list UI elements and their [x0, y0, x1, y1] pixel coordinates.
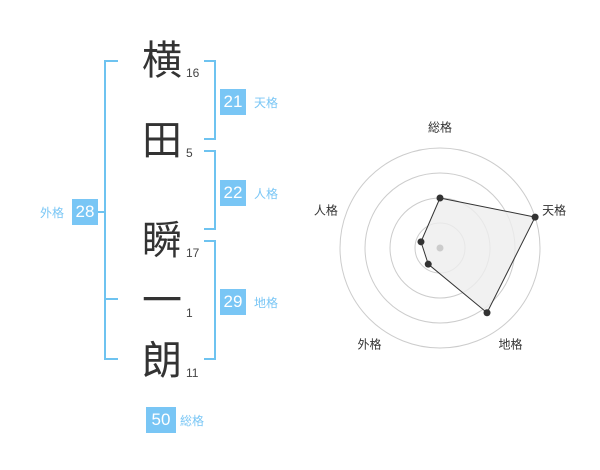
jinkaku-bracket-vertical — [214, 150, 216, 230]
radar-point-3 — [424, 260, 432, 268]
gaikaku-bracket-mid — [104, 298, 118, 300]
soukaku-label: 総格 — [180, 414, 205, 428]
chikaku-bracket-bottom — [204, 358, 216, 360]
radar-point-1 — [531, 213, 539, 221]
tenkaku-label: 天格 — [254, 96, 279, 110]
radar-center-dot — [436, 244, 444, 252]
jinkaku-bracket-top — [204, 150, 216, 152]
name-char-2: 田 — [142, 118, 182, 164]
chikaku-badge: 29 — [220, 289, 246, 315]
radar-axis-label-1: 天格 — [542, 202, 566, 217]
tenkaku-bracket-vertical — [214, 60, 216, 140]
radar-point-0 — [436, 194, 444, 202]
stroke-count-1: 16 — [186, 66, 200, 80]
radar-points — [417, 194, 539, 317]
jinkaku-badge: 22 — [220, 180, 246, 206]
radar-ring-4 — [339, 147, 541, 349]
name-char-1: 横 — [142, 38, 182, 84]
radar-point-2 — [483, 309, 491, 317]
radar-axis-label-3: 外格 — [357, 337, 381, 352]
name-char-4: 一 — [142, 278, 182, 324]
gaikaku-bracket-vertical — [104, 60, 106, 360]
stroke-count-3: 17 — [186, 246, 200, 260]
chikaku-bracket-top — [204, 240, 216, 242]
radar-axis-label-2: 地格 — [499, 337, 523, 352]
stroke-count-5: 11 — [186, 366, 199, 380]
name-char-5: 朗 — [142, 338, 182, 384]
gaikaku-badge: 28 — [72, 199, 98, 225]
chikaku-bracket-vertical — [214, 240, 216, 360]
gaikaku-bracket-tick — [98, 211, 104, 213]
stroke-count-2: 5 — [186, 146, 193, 160]
gaikaku-label: 外格 — [40, 206, 65, 220]
name-char-3: 瞬 — [142, 218, 182, 264]
chikaku-label: 地格 — [254, 296, 279, 310]
radar-axis-label-4: 人格 — [314, 202, 338, 217]
soukaku-badge: 50 — [146, 407, 176, 433]
jinkaku-label: 人格 — [254, 187, 279, 201]
tenkaku-badge: 21 — [220, 89, 246, 115]
stroke-count-4: 1 — [186, 306, 193, 320]
gaikaku-bracket-top — [104, 60, 118, 62]
radar-series-area — [420, 197, 536, 314]
radar-point-4 — [417, 238, 425, 246]
radar-axis-label-0: 総格 — [428, 120, 452, 135]
tenkaku-bracket-top — [204, 60, 216, 62]
jinkaku-bracket-bottom — [204, 228, 216, 230]
gaikaku-bracket-bottom — [104, 358, 118, 360]
tenkaku-bracket-bottom — [204, 138, 216, 140]
